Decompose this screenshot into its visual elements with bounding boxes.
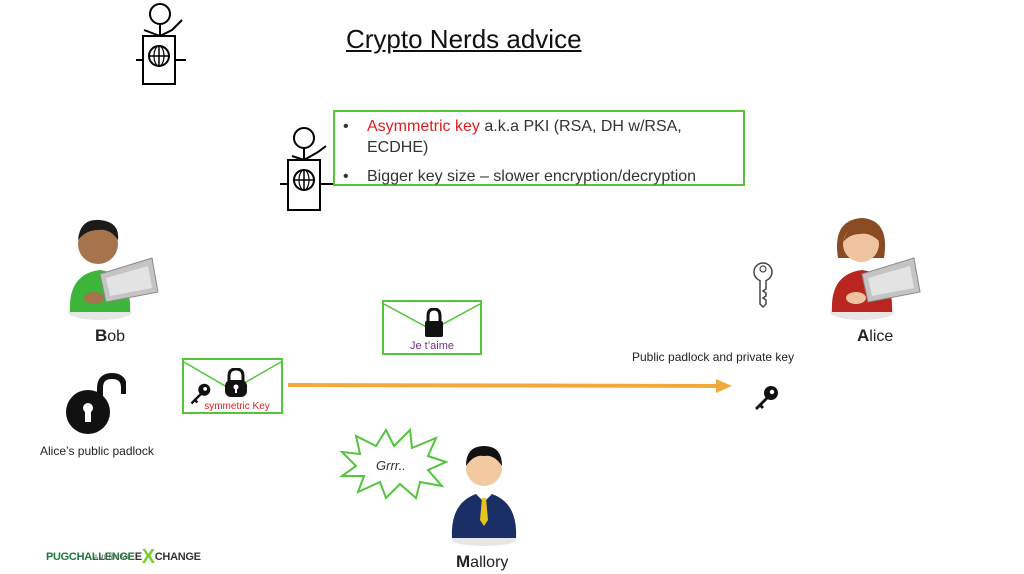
mallory-label-rest: allory xyxy=(470,554,509,571)
speech-burst xyxy=(338,428,448,500)
logo-sub: AMERICAS xyxy=(94,555,130,561)
logo-part1: PUGCHALLENGE xyxy=(46,551,135,563)
bob-label-rest: ob xyxy=(107,328,126,345)
advice-highlight: Asymmetric key xyxy=(367,118,480,135)
mallory-avatar xyxy=(451,446,517,546)
logo-part3: CHANGE xyxy=(154,551,201,563)
message-envelope: Je t’aime xyxy=(382,300,482,355)
alice-keys-caption: Public padlock and private key xyxy=(632,350,795,364)
key-icon xyxy=(190,383,211,405)
advice-item-key-size: Bigger key size – slower encryption/decr… xyxy=(335,166,743,187)
alice-avatar xyxy=(830,218,921,320)
advice-item-asymmetric-text: a.k.a PKI (RSA, DH w/RSA, ECDHE) xyxy=(367,118,682,156)
advice-box: Asymmetric key a.k.a PKI (RSA, DH w/RSA,… xyxy=(333,110,745,187)
mallory-label: Mallory xyxy=(456,552,508,572)
logo-part2: E xyxy=(134,551,142,563)
mallory-label-initial: M xyxy=(456,552,471,571)
speech-burst-text: Grrr.. xyxy=(376,458,406,473)
crypto-nerd-figure-top xyxy=(136,3,186,85)
alice-label-rest: lice xyxy=(869,328,894,345)
closed-padlock-icon xyxy=(225,368,247,397)
closed-padlock-icon xyxy=(425,308,443,337)
private-key-icon xyxy=(755,386,778,410)
transfer-arrow xyxy=(288,379,732,393)
open-padlock-icon xyxy=(66,372,126,434)
pug-challenge-logo: PUGCHALLENGEEXCHANGE AMERICAS xyxy=(46,543,201,568)
alice-padlock-caption: Alice’s public padlock xyxy=(40,444,154,458)
symmetric-key-envelope: symmetric Key xyxy=(182,358,283,414)
outline-key-icon xyxy=(753,262,773,309)
alice-label: Alice xyxy=(857,326,893,346)
crypto-nerd-figure-bottom xyxy=(280,127,334,211)
alice-label-initial: A xyxy=(857,326,870,345)
message-envelope-text: Je t’aime xyxy=(409,340,455,352)
bob-label: Bob xyxy=(95,326,125,346)
bob-avatar xyxy=(68,219,159,320)
symmetric-key-envelope-text: symmetric Key xyxy=(204,401,270,412)
bob-label-initial: B xyxy=(95,326,108,345)
advice-item-asymmetric: Asymmetric key a.k.a PKI (RSA, DH w/RSA,… xyxy=(335,116,743,158)
logo-x: X xyxy=(141,546,155,568)
slide-title: Crypto Nerds advice xyxy=(346,24,582,54)
